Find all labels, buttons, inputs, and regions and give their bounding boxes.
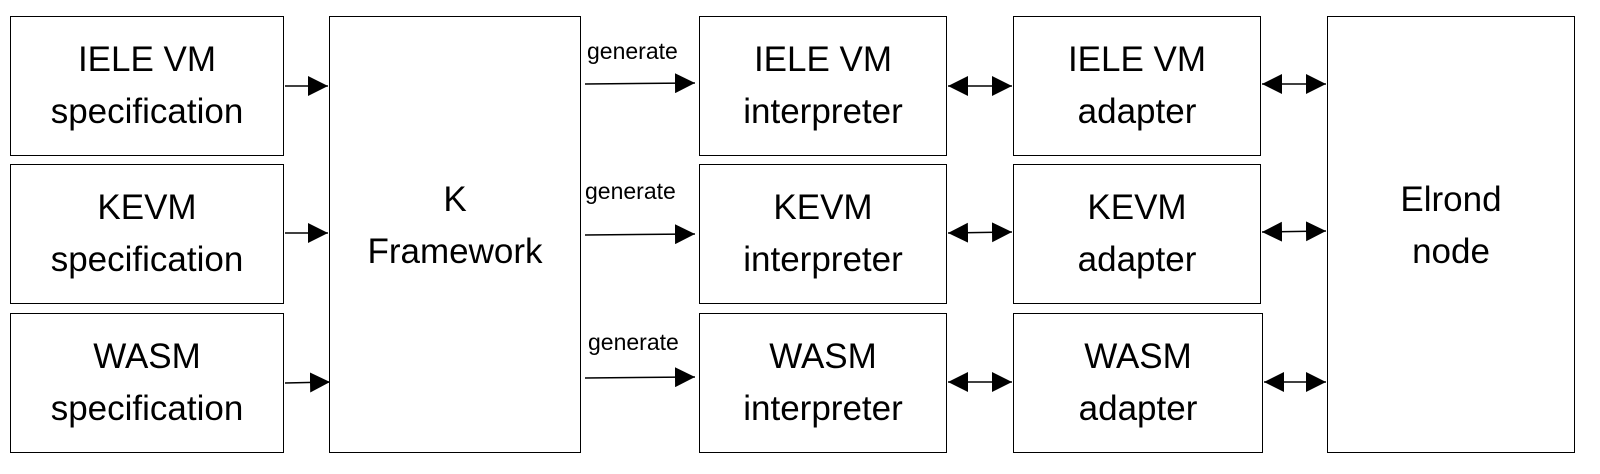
box-subtitle: adapter xyxy=(1078,389,1198,428)
box-subtitle: specification xyxy=(50,389,244,428)
kevm-specification-box: KEVM specification xyxy=(10,164,284,304)
box-title: KEVM xyxy=(97,188,197,227)
box-subtitle: interpreter xyxy=(743,389,903,428)
box-title: IELE VM xyxy=(753,40,893,79)
box-title: Elrond xyxy=(1400,179,1502,219)
box-subtitle: adapter xyxy=(1077,92,1197,131)
k-framework-box: K Framework xyxy=(329,16,581,453)
box-subtitle: specification xyxy=(50,92,244,131)
generate-label: generate xyxy=(585,178,676,204)
box-title: IELE VM xyxy=(1067,40,1207,79)
box-title: WASM xyxy=(769,337,877,376)
arrow-generate-kevm xyxy=(584,224,696,245)
box-subtitle: interpreter xyxy=(743,240,903,279)
arrow-generate-iele xyxy=(584,73,696,94)
box-title: K xyxy=(443,179,467,219)
arrow-kevm-interp-adapter xyxy=(947,222,1013,243)
kevm-interpreter-box: KEVM interpreter xyxy=(699,164,947,304)
wasm-interpreter-box: WASM interpreter xyxy=(699,313,947,453)
box-title: KEVM xyxy=(1087,188,1187,227)
box-subtitle: node xyxy=(1412,231,1490,271)
iele-vm-interpreter-box: IELE VM interpreter xyxy=(699,16,947,156)
generate-label: generate xyxy=(587,38,678,64)
generate-label: generate xyxy=(588,329,679,355)
elrond-node-box: Elrond node xyxy=(1327,16,1575,453)
box-subtitle: interpreter xyxy=(743,92,903,131)
box-title: WASM xyxy=(1084,337,1192,376)
arrow-generate-wasm xyxy=(584,367,696,388)
iele-vm-specification-box: IELE VM specification xyxy=(10,16,284,156)
box-title: IELE VM xyxy=(77,40,217,79)
wasm-adapter-box: WASM adapter xyxy=(1013,313,1263,453)
box-subtitle: specification xyxy=(50,240,244,279)
wasm-specification-box: WASM specification xyxy=(10,313,284,453)
box-title: KEVM xyxy=(773,188,873,227)
arrow-kevm-adapter-node xyxy=(1261,221,1327,242)
box-subtitle: adapter xyxy=(1077,240,1197,279)
box-subtitle: Framework xyxy=(367,231,543,271)
kevm-adapter-box: KEVM adapter xyxy=(1013,164,1261,304)
box-title: WASM xyxy=(93,337,201,376)
arrow-wasm-spec-to-k xyxy=(284,372,331,393)
iele-vm-adapter-box: IELE VM adapter xyxy=(1013,16,1261,156)
